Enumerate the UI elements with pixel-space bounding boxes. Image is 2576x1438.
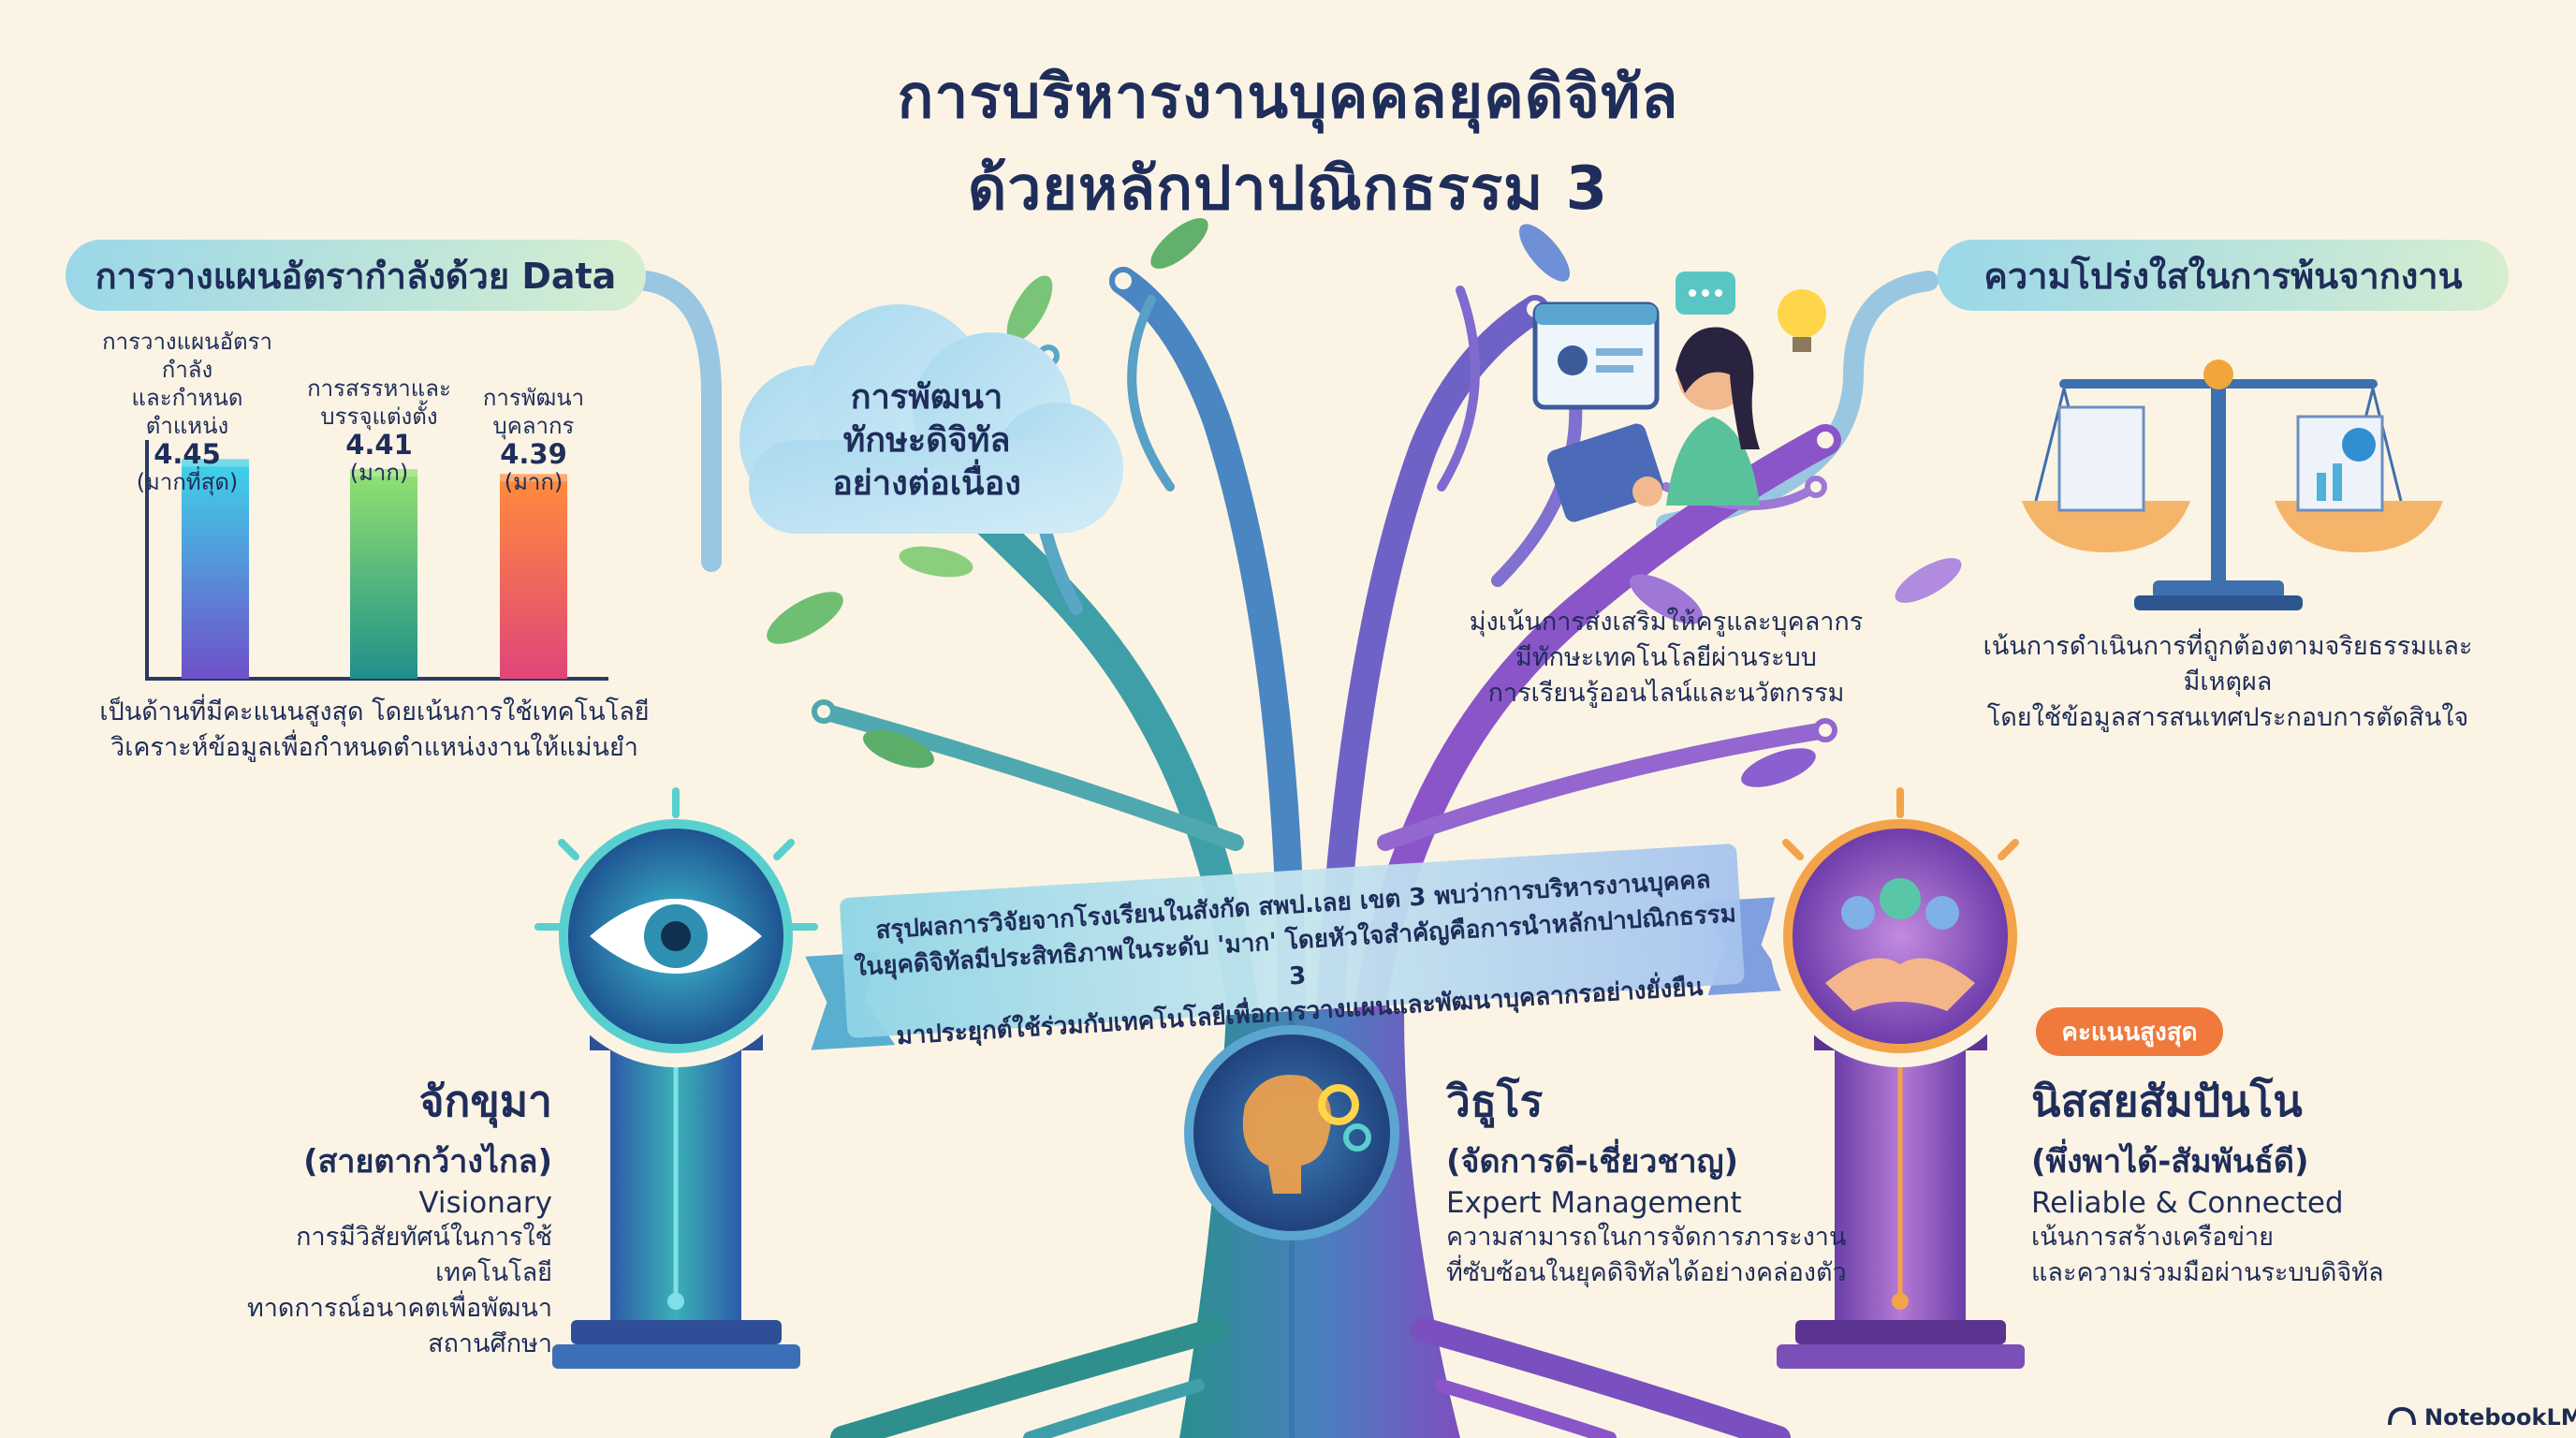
bar-category-1: การสรรหาและ บรรจุแต่งตั้ง 4.41 (มาก)	[295, 374, 463, 487]
pillar-right-subtitle: (พึ่งพาได้-สัมพันธ์ดี)	[2031, 1143, 2309, 1181]
person-tablet-illustration	[1532, 271, 1826, 522]
bar-level-1: (มาก)	[349, 460, 409, 486]
left-panel-caption: เป็นด้านที่มีคะแนนสูงสุด โดยเน้นการใช้เท…	[99, 697, 650, 762]
bar-value-0: 4.45	[154, 438, 221, 470]
bar-0	[182, 466, 249, 679]
bar-category-0: การวางแผนอัตรากำลัง และกำหนดตำแหน่ง 4.45…	[94, 328, 281, 496]
bar-category-2: การพัฒนา บุคลากร 4.39 (มาก)	[463, 384, 604, 496]
bar-cap-2	[500, 474, 567, 484]
left-panel-heading: การวางแผนอัตรากำลังด้วย Data	[95, 255, 617, 297]
bar-level-0: (มากที่สุด)	[136, 469, 239, 495]
bar-2	[500, 481, 567, 679]
bar-cap-1	[350, 469, 417, 478]
pillar-right-english: Reliable & Connected	[2031, 1186, 2344, 1220]
center-top-caption: มุ่งเน้นการส่งเสริมให้ครูและบุคลากร มีทั…	[1469, 608, 1864, 708]
cloud-text: การพัฒนา ทักษะดิจิทัล อย่างต่อเนื่อง	[832, 378, 1021, 503]
bar-value-2: 4.39	[500, 438, 567, 470]
notebooklm-logo: NotebookLM	[2424, 1404, 2576, 1431]
bar-value-1: 4.41	[345, 429, 413, 461]
pillar-left-text: จักขุมา (สายตากว้างไกล) Visionary การมีว…	[187, 1067, 552, 1362]
pillar-center-text: วิธูโร (จัดการดี-เชี่ยวชาญ) Expert Manag…	[1446, 1067, 1849, 1291]
right-panel-heading: ความโปร่งใสในการพ้นจากงาน	[1983, 255, 2463, 297]
cloud-shape	[739, 304, 1123, 534]
pillar-left-english: Visionary	[418, 1186, 552, 1220]
pillar-center-subtitle: (จัดการดี-เชี่ยวชาญ)	[1446, 1143, 1739, 1181]
right-panel-caption: เน้นการดำเนินการที่ถูกต้องตามจริยธรรมและ…	[1983, 632, 2473, 732]
pillar-center-english: Expert Management	[1446, 1186, 1742, 1220]
page-title-line2: ด้วยหลักปาปณิกธรรม 3	[967, 154, 1609, 224]
pillar-left-subtitle: (สายตากว้างไกล)	[303, 1143, 552, 1181]
pillar-left-title: จักขุมา	[418, 1076, 552, 1126]
bar-level-2: (มาก)	[504, 469, 564, 495]
bar-1	[350, 477, 417, 679]
page-title-line1: การบริหารงานบุคคลยุคดิจิทัล	[897, 63, 1679, 132]
pillar-center-title: วิธูโร	[1446, 1076, 1544, 1126]
pillar-right-title: นิสสยสัมปันโน	[2031, 1076, 2303, 1126]
top-score-badge: คะแนนสูงสุด	[2036, 1007, 2223, 1056]
scale-illustration	[2022, 360, 2443, 610]
pillar-right-text: นิสสยสัมปันโน (พึ่งพาได้-สัมพันธ์ดี) Rel…	[2031, 1067, 2499, 1291]
bar-cap-0	[182, 459, 249, 469]
